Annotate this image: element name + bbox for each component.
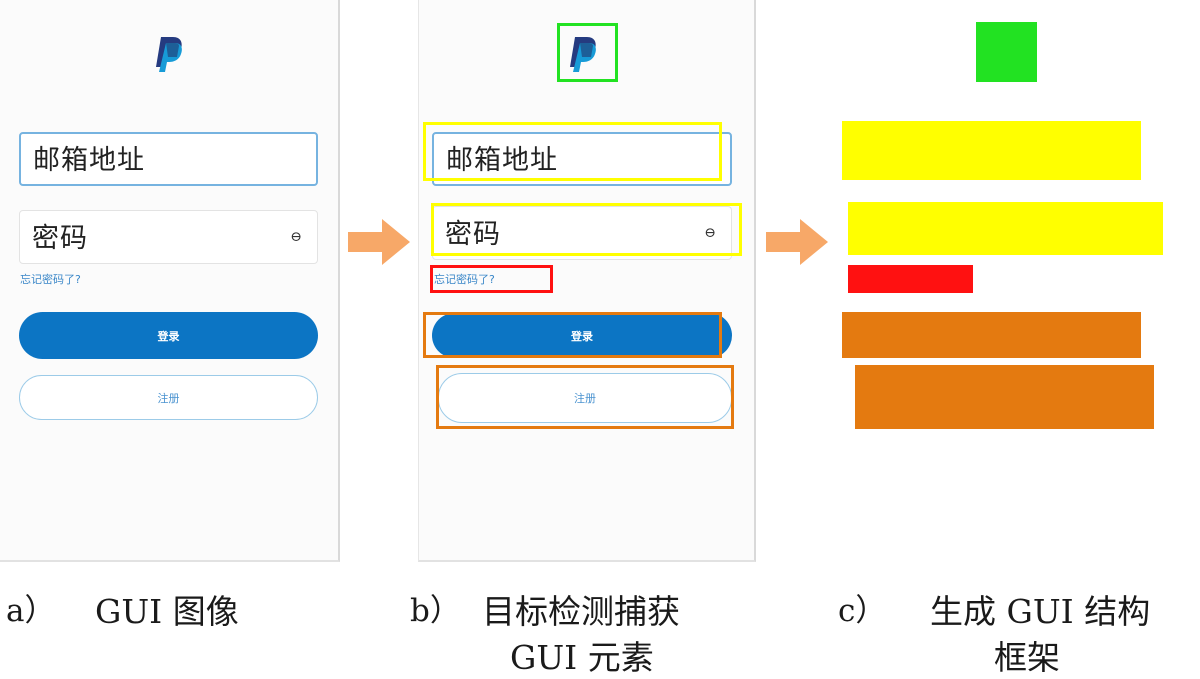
detection-box-forgot-link — [430, 265, 553, 293]
password-input[interactable]: 密码 ⊖ — [432, 206, 732, 260]
eye-icon[interactable]: ⊖ — [290, 229, 303, 245]
password-placeholder: 密码 — [445, 218, 501, 250]
panel-b-detection — [418, 0, 756, 562]
register-button-label: 注册 — [157, 391, 180, 405]
login-button-label: 登录 — [571, 329, 593, 343]
register-button[interactable]: 注册 — [438, 373, 732, 423]
detection-box-logo — [557, 23, 618, 82]
password-placeholder: 密码 — [32, 222, 88, 254]
right-arrow-icon — [766, 219, 828, 265]
framework-block-logo — [976, 22, 1037, 82]
email-input[interactable]: 邮箱地址 — [432, 132, 732, 186]
caption-c-marker: c） — [838, 593, 887, 629]
login-button[interactable]: 登录 — [432, 313, 732, 358]
detection-box-email-input — [423, 122, 722, 181]
register-button[interactable]: 注册 — [19, 375, 318, 420]
right-arrow-icon — [348, 219, 410, 265]
email-placeholder: 邮箱地址 — [33, 144, 145, 176]
caption-a: a） — [6, 585, 55, 630]
framework-block-register-button — [855, 365, 1154, 429]
detection-box-register-button — [436, 365, 734, 429]
login-button[interactable]: 登录 — [19, 312, 318, 359]
caption-b-line1: 目标检测捕获 — [482, 592, 680, 631]
password-input[interactable]: 密码 ⊖ — [19, 210, 318, 264]
login-button-label: 登录 — [157, 329, 180, 343]
detection-box-password-input — [431, 203, 742, 256]
eye-icon[interactable]: ⊖ — [704, 225, 717, 241]
email-input[interactable]: 邮箱地址 — [19, 132, 318, 186]
framework-block-forgot-link — [848, 265, 973, 293]
email-placeholder: 邮箱地址 — [446, 144, 558, 176]
paypal-logo-icon — [570, 37, 596, 72]
framework-block-email-input — [842, 121, 1141, 180]
paypal-logo-icon — [156, 37, 182, 72]
detection-box-login-button — [423, 312, 722, 358]
caption-c-line2: 框架 — [994, 638, 1060, 677]
caption-c-line1: 生成 GUI 结构 — [930, 592, 1151, 631]
forgot-password-link[interactable]: 忘记密码了? — [434, 273, 495, 286]
caption-b-marker: b） — [410, 593, 461, 629]
forgot-password-link[interactable]: 忘记密码了? — [20, 273, 81, 286]
panel-a-gui-image — [0, 0, 340, 562]
caption-a-marker: a） — [6, 593, 56, 629]
framework-block-password-input — [848, 202, 1163, 255]
framework-block-login-button — [842, 312, 1141, 358]
caption-b-line2: GUI 元素 — [510, 638, 654, 677]
register-button-label: 注册 — [574, 392, 596, 405]
caption-a-text: GUI 图像 — [95, 592, 239, 631]
